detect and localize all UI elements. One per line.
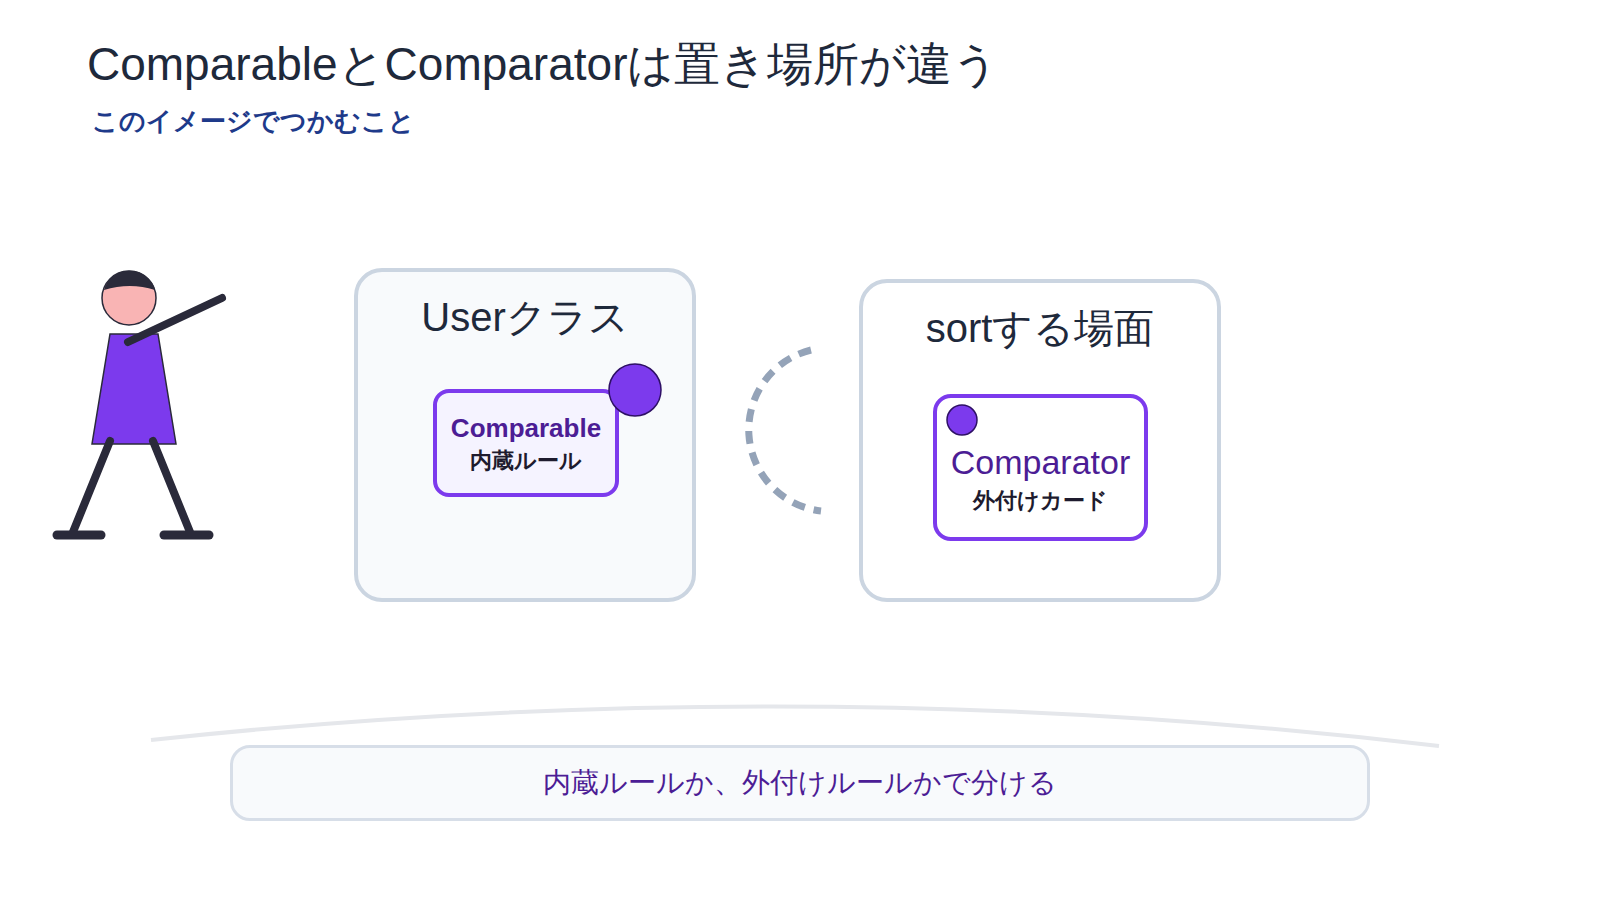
- dot: [609, 364, 661, 416]
- node-heading: Comparable: [451, 411, 601, 446]
- rule-card: Comparator外付けカード: [933, 394, 1149, 541]
- node-heading: Comparator: [951, 440, 1131, 486]
- dot: [947, 405, 977, 435]
- summary-band: 内蔵ルールか、外付けルールかで分ける: [230, 745, 1370, 821]
- node-text: 外付けカード: [973, 486, 1108, 516]
- stick-figure: [57, 271, 222, 535]
- node-heading: sortする場面: [926, 301, 1155, 355]
- node-text: 内蔵ルール: [470, 446, 582, 476]
- subtitle: このイメージでつかむこと: [92, 104, 415, 139]
- class-box: Userクラス Comparable内蔵ルール: [354, 268, 696, 602]
- node-heading: Userクラス: [421, 290, 628, 344]
- ground-curve: [151, 706, 1439, 746]
- title: ComparableとComparatorは置き場所が違う: [87, 34, 999, 96]
- scene-box: sortする場面 Comparator外付けカード: [859, 279, 1221, 602]
- dashed-arc: [749, 350, 821, 511]
- rule-card: Comparable内蔵ルール: [433, 389, 619, 497]
- node-heading: 内蔵ルールか、外付けルールかで分ける: [543, 764, 1057, 802]
